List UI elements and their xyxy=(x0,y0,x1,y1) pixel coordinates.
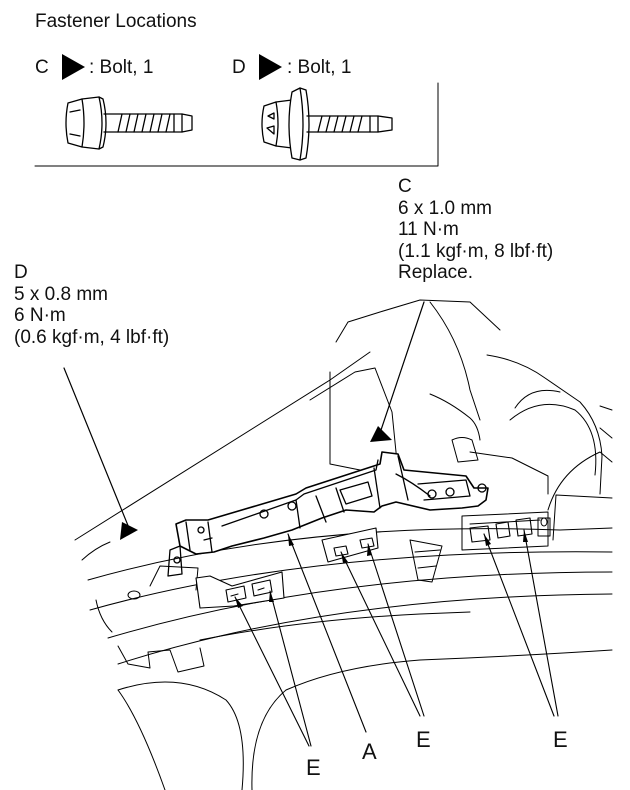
callout-c: C 6 x 1.0 mm 11 N·m (1.1 kgf·m, 8 lbf·ft… xyxy=(398,176,553,284)
callout-c-line: (1.1 kgf·m, 8 lbf·ft) xyxy=(398,240,554,262)
legend-letter-d: D xyxy=(232,57,246,78)
clip-brackets xyxy=(195,517,533,609)
callout-d-line: (0.6 kgf·m, 4 lbf·ft) xyxy=(14,326,170,348)
label-e-left: E xyxy=(306,755,321,780)
legend-arrow-d-icon xyxy=(259,54,282,80)
leader-d-arrow-icon xyxy=(120,522,138,540)
bracket-a xyxy=(167,451,489,577)
callout-d-letter: D xyxy=(14,262,28,283)
callout-c-letter: C xyxy=(398,176,412,197)
callout-d-line: 5 x 0.8 mm xyxy=(14,283,108,305)
leader-d xyxy=(63,367,130,529)
legend-letter-c: C xyxy=(35,57,49,78)
callout-d-line: 6 N·m xyxy=(14,305,66,326)
label-leaders xyxy=(234,529,559,747)
legend-title: Fastener Locations xyxy=(35,11,197,32)
legend-text-d: : Bolt, 1 xyxy=(287,57,352,78)
callout-c-line: Replace. xyxy=(398,262,473,283)
legend-text-c: : Bolt, 1 xyxy=(89,57,154,78)
callout-d: D 5 x 0.8 mm 6 N·m (0.6 kgf·m, 4 lbf·ft) xyxy=(14,262,169,348)
label-a: A xyxy=(362,739,377,764)
legend-frame xyxy=(34,82,439,167)
leader-c-arrow-icon xyxy=(370,426,392,442)
bolt-d-icon xyxy=(261,87,393,161)
callout-c-line: 6 x 1.0 mm xyxy=(398,197,492,219)
bolt-c-icon xyxy=(65,96,193,150)
label-e-middle: E xyxy=(416,727,431,752)
vehicle-body xyxy=(74,299,613,790)
label-e-right: E xyxy=(553,727,568,752)
callout-c-line: 11 N·m xyxy=(398,219,459,240)
leader-c xyxy=(380,301,425,431)
right-fender xyxy=(409,511,551,583)
legend-arrow-c-icon xyxy=(62,54,85,80)
leader-arrowheads xyxy=(235,530,528,608)
